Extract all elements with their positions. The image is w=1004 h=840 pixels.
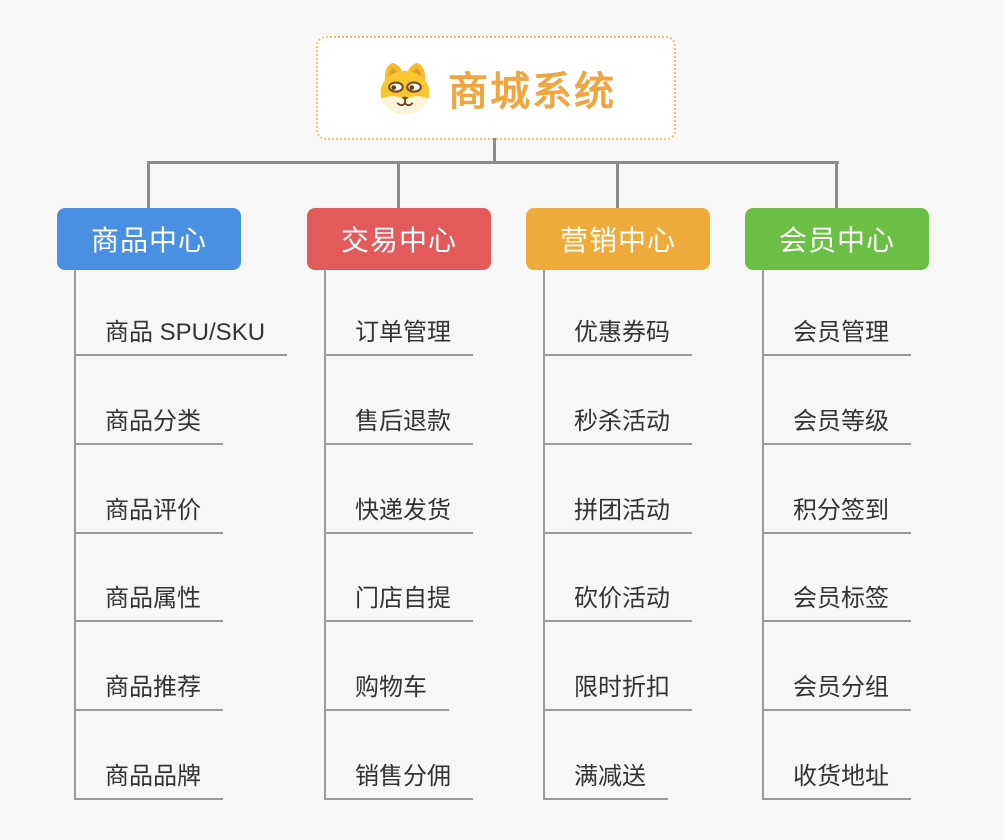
branch-trunk-line [543, 270, 545, 800]
leaf-item[interactable]: 收货地址 [762, 762, 911, 800]
branch-trunk-line [74, 270, 76, 800]
leaf-item[interactable]: 满减送 [543, 762, 668, 800]
connector-drop-1 [147, 161, 150, 209]
connector-drop-2 [397, 161, 400, 209]
dog-icon [380, 62, 430, 115]
leaf-item[interactable]: 商品评价 [74, 496, 223, 534]
branch-header[interactable]: 营销中心 [526, 208, 710, 270]
root-node[interactable]: 商城系统 [316, 36, 676, 140]
branch-1: 商品中心 商品 SPU/SKU 商品分类商品评价商品属性商品推荐商品品牌 [57, 208, 319, 818]
branch-trunk-line [324, 270, 326, 800]
branch-header[interactable]: 交易中心 [307, 208, 491, 270]
leaf-item[interactable]: 会员标签 [762, 584, 911, 622]
branch-2: 交易中心 订单管理售后退款快递发货门店自提购物车销售分佣 [307, 208, 569, 818]
leaf-item[interactable]: 会员等级 [762, 407, 911, 445]
root-title: 商城系统 [448, 70, 616, 114]
connector-drop-4 [835, 161, 838, 209]
leaf-item[interactable]: 会员分组 [762, 673, 911, 711]
leaf-item[interactable]: 会员管理 [762, 318, 911, 356]
leaf-item[interactable]: 商品属性 [74, 584, 223, 622]
leaf-item[interactable]: 售后退款 [324, 407, 473, 445]
leaf-item[interactable]: 积分签到 [762, 496, 911, 534]
leaf-item[interactable]: 快递发货 [324, 496, 473, 534]
leaf-item[interactable]: 订单管理 [324, 318, 473, 356]
leaf-item[interactable]: 门店自提 [324, 584, 473, 622]
leaf-item[interactable]: 商品推荐 [74, 673, 223, 711]
leaf-item[interactable]: 销售分佣 [324, 762, 473, 800]
leaf-item[interactable]: 砍价活动 [543, 584, 692, 622]
leaf-item[interactable]: 拼团活动 [543, 496, 692, 534]
connector-root-drop [493, 138, 496, 164]
leaf-item[interactable]: 秒杀活动 [543, 407, 692, 445]
leaf-item[interactable]: 购物车 [324, 673, 449, 711]
branch-trunk-line [762, 270, 764, 800]
branch-header[interactable]: 商品中心 [57, 208, 241, 270]
leaf-item[interactable]: 商品分类 [74, 407, 223, 445]
connector-horizontal [147, 161, 839, 164]
leaf-item[interactable]: 优惠券码 [543, 318, 692, 356]
branch-4: 会员中心 会员管理会员等级积分签到会员标签会员分组收货地址 [745, 208, 1004, 818]
branch-3: 营销中心 优惠券码秒杀活动拼团活动砍价活动限时折扣满减送 [526, 208, 788, 818]
leaf-item[interactable]: 限时折扣 [543, 673, 692, 711]
branch-header[interactable]: 会员中心 [745, 208, 929, 270]
leaf-item[interactable]: 商品品牌 [74, 762, 223, 800]
connector-drop-3 [616, 161, 619, 209]
leaf-item[interactable]: 商品 SPU/SKU [74, 318, 288, 356]
